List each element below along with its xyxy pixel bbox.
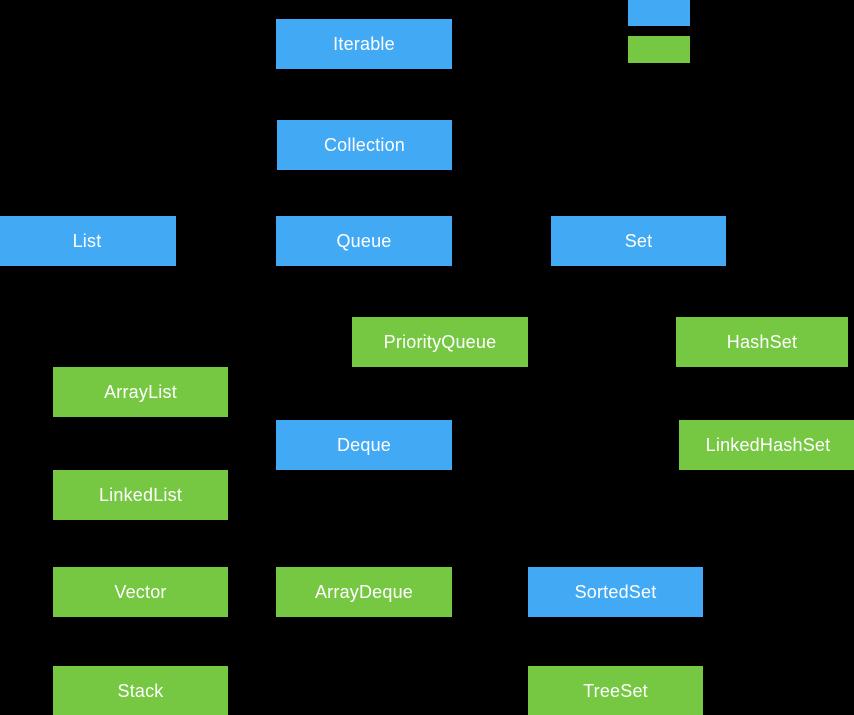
legend-interface-swatch	[628, 0, 690, 26]
node-stack[interactable]: Stack	[53, 666, 228, 715]
node-queue[interactable]: Queue	[276, 216, 452, 266]
node-label-list: List	[72, 231, 102, 251]
node-collection[interactable]: Collection	[277, 120, 452, 170]
node-sortedset[interactable]: SortedSet	[528, 567, 703, 617]
node-label-hashset: HashSet	[726, 332, 798, 352]
node-linkedhashset[interactable]: LinkedHashSet	[679, 420, 854, 470]
node-set[interactable]: Set	[551, 216, 726, 266]
node-label-linkedlist: LinkedList	[98, 485, 183, 505]
node-label-arraylist: ArrayList	[104, 382, 177, 402]
node-deque[interactable]: Deque	[276, 420, 452, 470]
edge-arraylist-to-list	[86, 266, 142, 367]
node-priorityqueue[interactable]: PriorityQueue	[352, 317, 528, 367]
node-label-linkedhashset: LinkedHashSet	[705, 435, 831, 455]
node-arraylist[interactable]: ArrayList	[53, 367, 228, 417]
edge-priorityqueue-to-queue	[363, 266, 441, 317]
node-label-vector: Vector	[114, 582, 167, 602]
node-label-deque: Deque	[336, 435, 392, 455]
node-linkedlist[interactable]: LinkedList	[53, 470, 228, 520]
edge-linkedhashset-to-hashset	[761, 367, 769, 420]
node-label-collection: Collection	[323, 135, 406, 155]
node-label-priorityqueue: PriorityQueue	[383, 332, 497, 352]
node-label-set: Set	[624, 231, 653, 251]
edge-list-to-collection	[86, 170, 366, 216]
node-iterable[interactable]: Iterable	[276, 19, 452, 69]
edge-collection-to-iterable	[363, 69, 366, 120]
node-vector[interactable]: Vector	[53, 567, 228, 617]
node-label-iterable: Iterable	[333, 34, 395, 54]
edge-sortedset-to-set	[614, 266, 640, 567]
node-label-stack: Stack	[117, 681, 164, 701]
edge-hashset-to-set	[637, 266, 763, 317]
node-label-treeset: TreeSet	[583, 681, 648, 701]
node-hashset[interactable]: HashSet	[676, 317, 848, 367]
node-treeset[interactable]: TreeSet	[528, 666, 703, 715]
node-label-queue: Queue	[336, 231, 392, 251]
legend-implementation-swatch	[628, 36, 690, 63]
node-list[interactable]: List	[0, 216, 176, 266]
edge-set-to-collection	[363, 170, 640, 216]
node-label-sortedset: SortedSet	[574, 582, 657, 602]
node-arraydeque[interactable]: ArrayDeque	[276, 567, 452, 617]
node-label-arraydeque: ArrayDeque	[314, 582, 414, 602]
